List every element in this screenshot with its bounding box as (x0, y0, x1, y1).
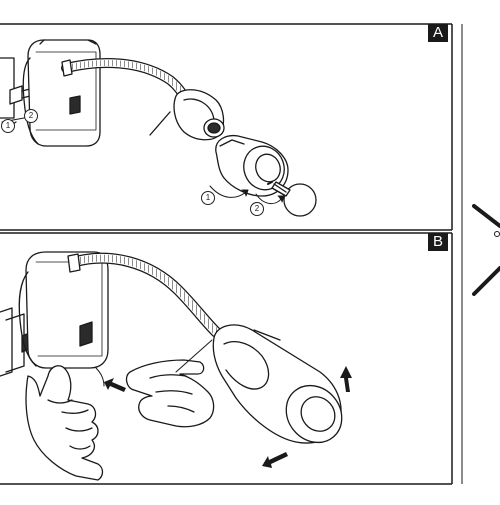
lamp-base-a (22, 39, 101, 147)
flexible-arm-b (67, 252, 222, 338)
side-panel-fragment (472, 204, 500, 296)
step-callout: 2 (24, 109, 38, 123)
step-callout: 1 (1, 119, 15, 133)
step-callout: 2 (250, 202, 264, 216)
light-bulb-a (267, 181, 317, 217)
panel-label-b: B (428, 233, 448, 251)
left-hand-b (25, 365, 105, 481)
lamp-head-b (212, 324, 343, 444)
panel-frames (0, 23, 463, 485)
lamp-base-b (18, 251, 109, 369)
right-hand-b (125, 339, 215, 428)
lamp-socket-a (149, 89, 225, 141)
panel-a-illustration (0, 39, 317, 217)
step-callout: 1 (201, 191, 215, 205)
movement-arrows-b (104, 366, 352, 468)
panel-label-a: A (428, 24, 448, 42)
lamp-shade-a (215, 134, 289, 197)
panel-b-illustration (0, 251, 352, 481)
